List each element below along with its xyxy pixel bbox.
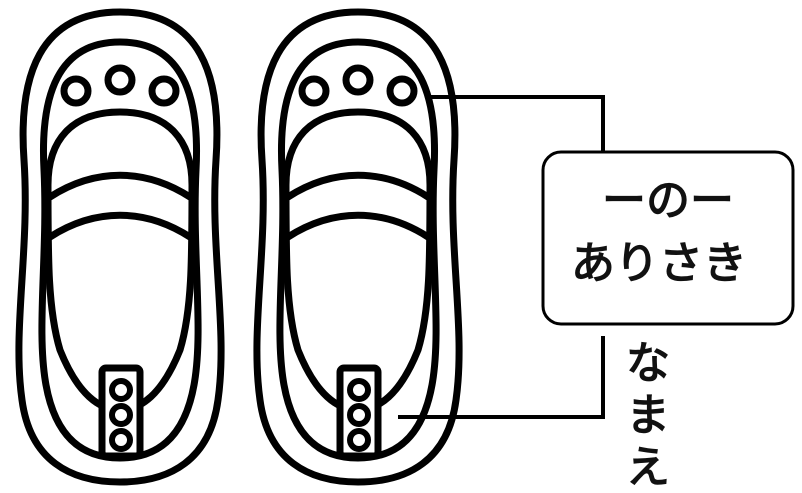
right-toe-hole-3 xyxy=(386,75,418,107)
right-heel-hole-1 xyxy=(347,378,371,402)
left-heel-hole-2 xyxy=(109,403,133,427)
left-shoe xyxy=(15,8,225,486)
heel-connector-line xyxy=(398,336,605,419)
left-toe-hole-3 xyxy=(148,75,180,107)
right-shoe-outer-outline xyxy=(253,8,463,486)
right-heel-hole-3 xyxy=(347,428,371,452)
left-shoe-band-top xyxy=(46,171,194,201)
right-toe-hole-2 xyxy=(342,64,374,96)
left-toe-hole-1 xyxy=(60,75,92,107)
label-box-frame xyxy=(541,150,795,326)
left-heel-hole-3 xyxy=(109,428,133,452)
right-heel-hole-2 xyxy=(347,403,371,427)
right-toe-hole-1 xyxy=(298,75,330,107)
left-heel-hole-1 xyxy=(109,378,133,402)
right-shoe-band-bottom xyxy=(284,211,432,241)
label-box-line1: ーのー xyxy=(602,175,734,226)
callout-connectors xyxy=(398,95,605,419)
name-label-char-3: え xyxy=(626,442,670,493)
left-toe-hole-2 xyxy=(104,64,136,96)
name-label: な ま え xyxy=(626,338,670,493)
right-shoe xyxy=(253,8,463,486)
name-label-char-2: ま xyxy=(626,390,670,441)
toe-connector-line xyxy=(426,95,605,152)
right-shoe-band-top xyxy=(284,171,432,201)
label-box: ーのー ありさき xyxy=(541,150,795,326)
label-box-line2: ありさき xyxy=(571,238,747,289)
left-shoe-band-bottom xyxy=(46,211,194,241)
name-label-char-1: な xyxy=(626,338,670,389)
left-shoe-outer-outline xyxy=(15,8,225,486)
